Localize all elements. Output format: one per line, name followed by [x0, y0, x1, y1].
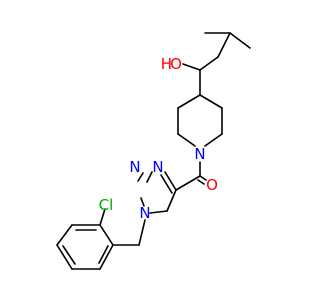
isobutyl-bonds — [199, 32, 251, 71]
piperidine-bond — [204, 133, 223, 147]
triazole-n1-label: N — [139, 204, 150, 222]
piperidine-bond — [177, 133, 196, 147]
carbonyl-o-label: O — [206, 176, 218, 194]
hydroxyl-h-label: H — [161, 55, 172, 73]
carbinol-bonds — [182, 63, 201, 96]
phenyl-bond — [99, 224, 114, 246]
molecule-structure: H O N O N N N Cl — [56, 32, 251, 270]
phenyl-bond — [62, 245, 76, 265]
bond-ch2-choh — [199, 56, 219, 71]
piperidine-ring — [177, 94, 223, 147]
triazole-bond — [140, 197, 145, 207]
amide-bonds — [175, 161, 207, 191]
hydroxyl-o-label: O — [170, 55, 182, 73]
molecule-canvas: H O N O N N N Cl — [56, 32, 251, 270]
triazole-ring — [137, 171, 177, 214]
bond-carbonyl-o-b — [197, 179, 205, 185]
triazole-bond — [146, 171, 153, 183]
chlorophenyl-ring — [56, 208, 114, 270]
triazole-bond — [164, 171, 177, 191]
phenyl-bond — [56, 244, 73, 270]
bond-methyl-right — [229, 32, 251, 49]
phenyl-bond — [98, 245, 109, 264]
triazole-bond — [166, 189, 177, 212]
piperidine-bond — [177, 94, 201, 109]
bond-c-oh — [182, 63, 201, 71]
bond-n-ch2 — [138, 219, 146, 246]
bond-aryl-cl — [99, 208, 106, 226]
piperidine-bond — [199, 94, 223, 109]
phenyl-bond — [99, 244, 114, 270]
triazole-bond — [160, 174, 173, 194]
benzyl-bonds — [112, 219, 146, 246]
phenyl-bond — [56, 224, 73, 246]
triazole-n2-label: N — [129, 158, 140, 176]
piperidine-n-label: N — [194, 145, 205, 163]
bond-isopropyl-ch2 — [217, 32, 231, 58]
triazole-bond — [149, 210, 168, 214]
bond-carbonyl-o-a — [199, 175, 207, 181]
triazole-bond — [137, 172, 144, 182]
bond-carbonyl-triazole — [175, 175, 201, 191]
triazole-n3-label: N — [152, 158, 163, 176]
chlorine-label: Cl — [99, 196, 114, 214]
